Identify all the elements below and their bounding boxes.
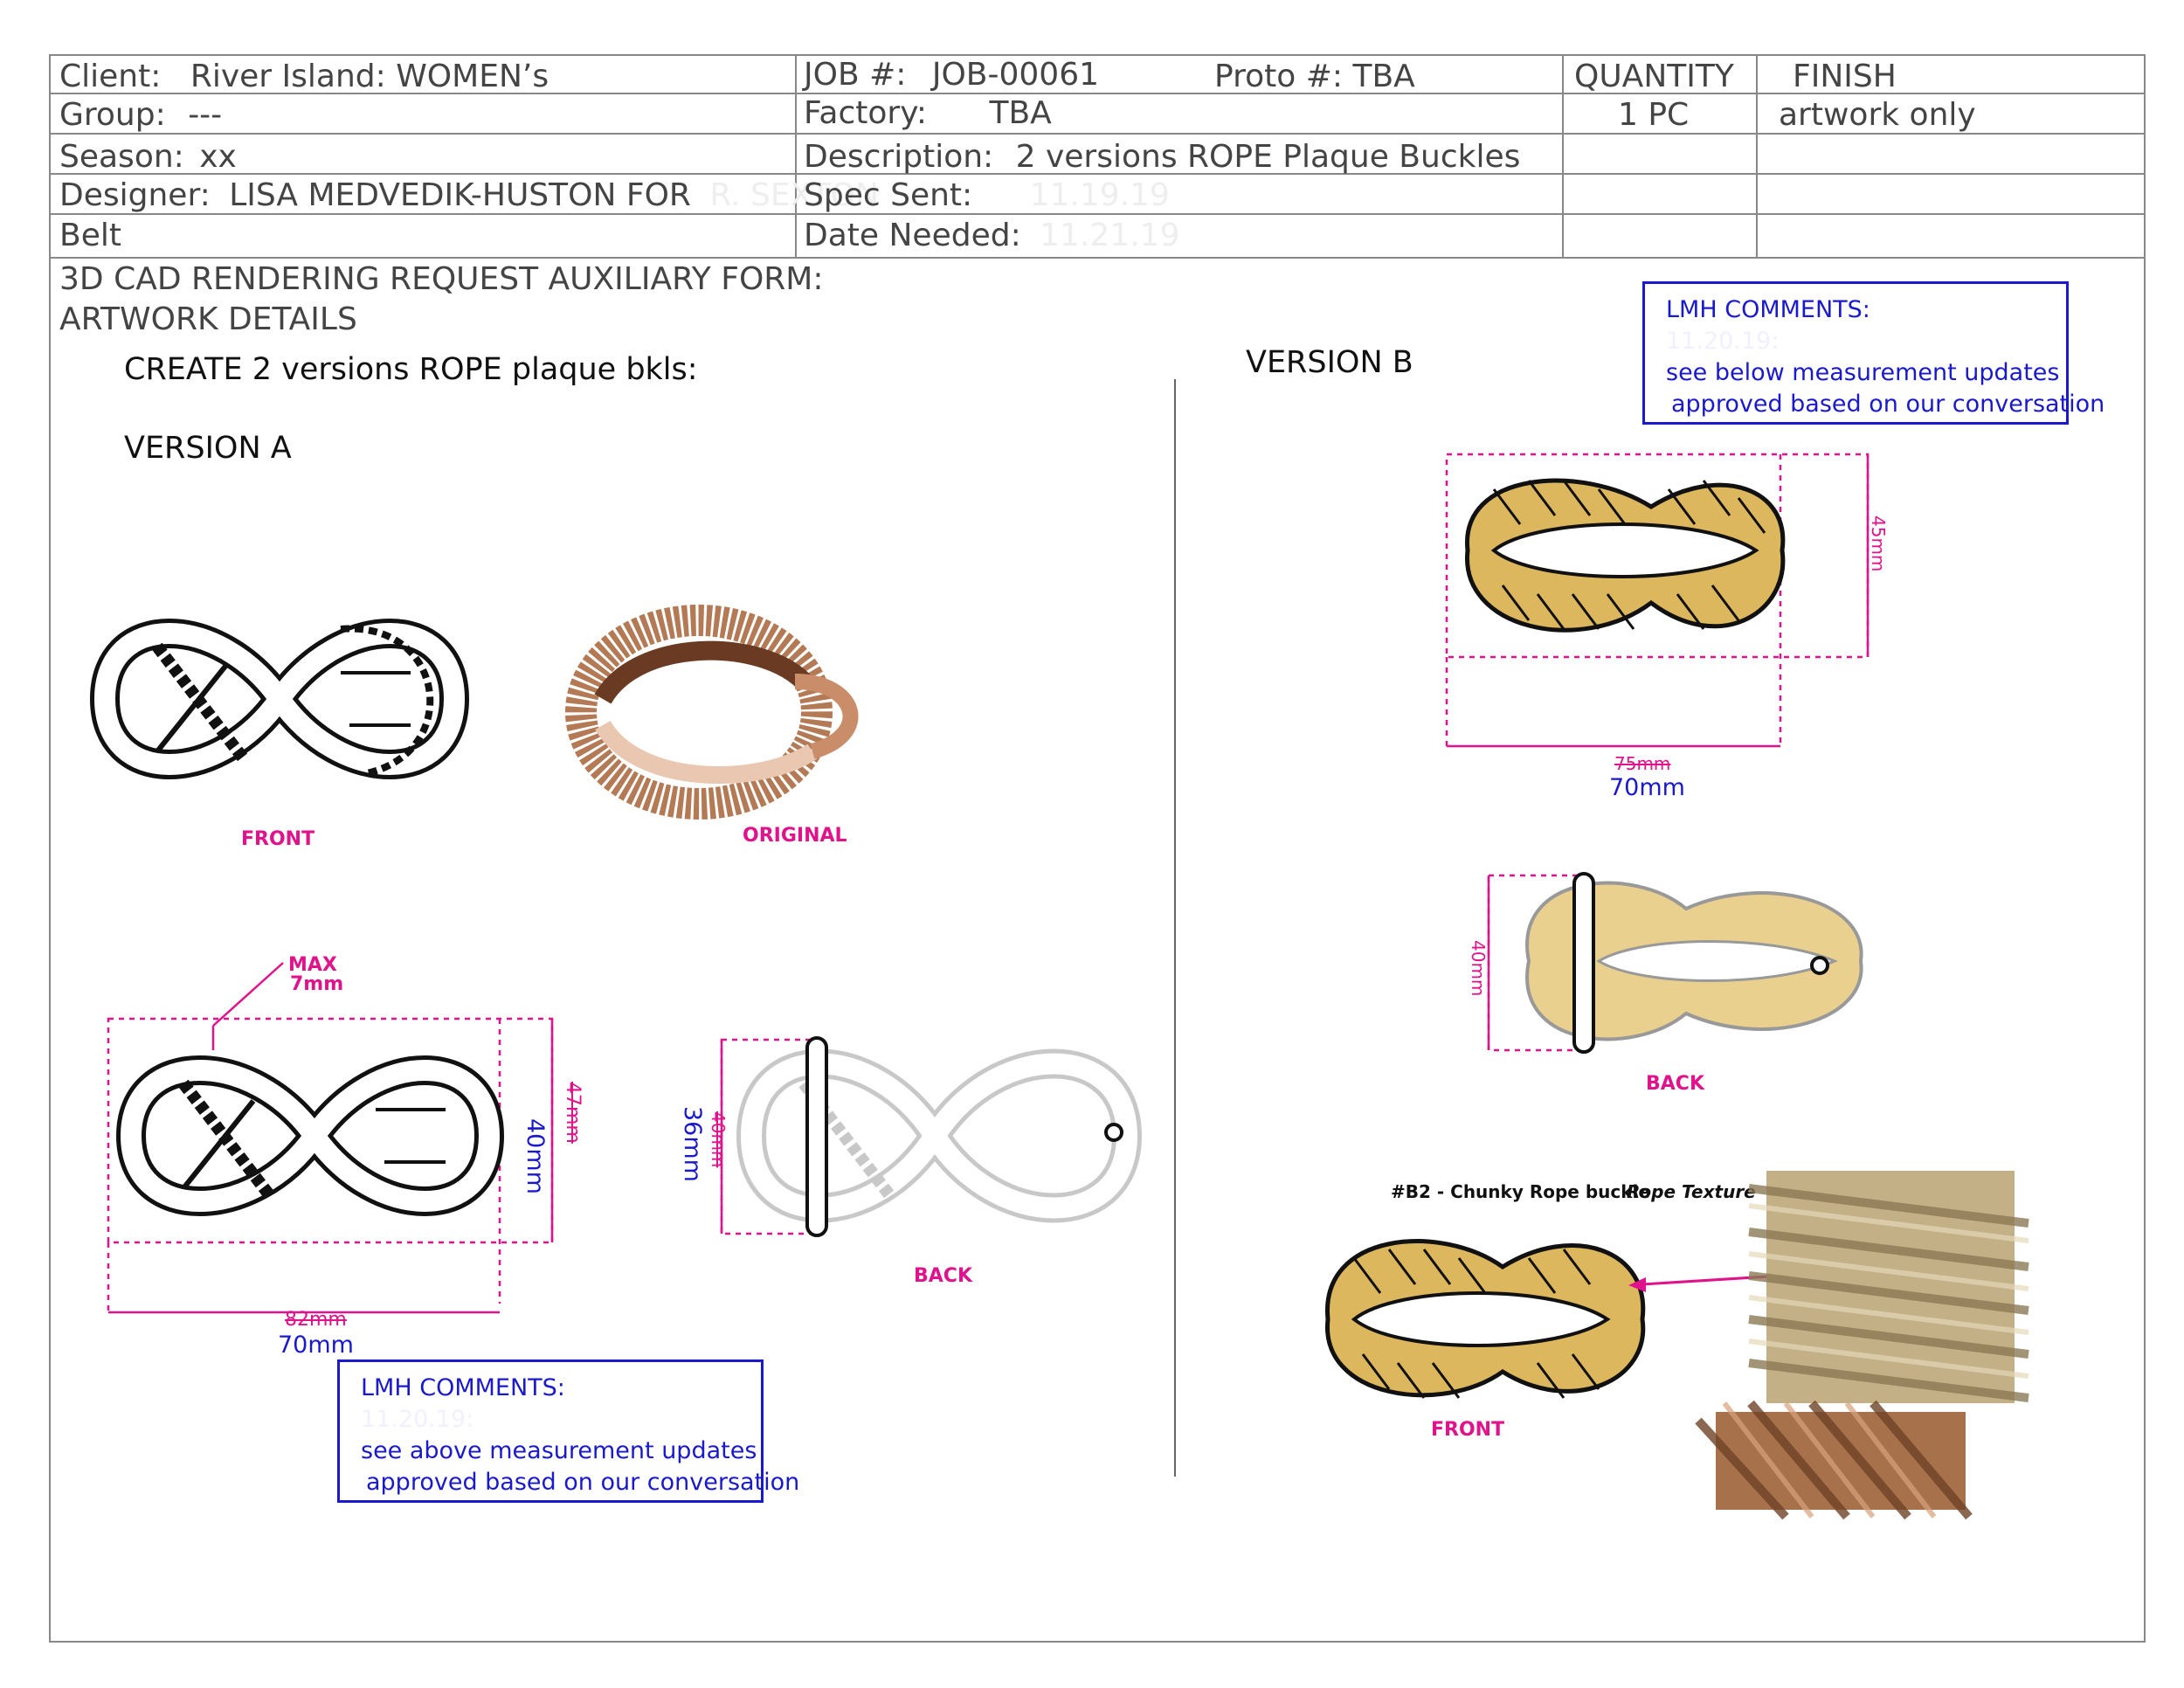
date-needed-value: 11.21.19 [1040, 218, 1180, 253]
front-label: FRONT [241, 828, 315, 850]
finish-label: FINISH [1793, 59, 1897, 94]
season-field: Season: xx [59, 142, 237, 173]
designer-label: Designer: [59, 177, 211, 213]
client-value: River Island: WOMEN’s [190, 59, 549, 94]
reference-title: #B2 - Chunky Rope buckle [1391, 1181, 1650, 1202]
description-value: 2 versions ROPE Plaque Buckles [1015, 139, 1521, 175]
lmh-comments-a: LMH COMMENTS: 11.20.19: see above measur… [337, 1359, 799, 1503]
job-value: JOB-00061 [931, 57, 1100, 93]
comment-date: 11.20.19: [1666, 328, 1780, 355]
spec-sent-field: Spec Sent: 11.19.19 [804, 180, 1170, 211]
client-field: Client: River Island: WOMEN’s [59, 61, 549, 93]
col-divider [1756, 54, 1758, 257]
rope-knot-reference-drawing [1325, 1239, 1646, 1399]
factory-value: TBA [989, 95, 1052, 131]
designer-value: LISA MEDVEDIK-HUSTON FOR [229, 177, 691, 213]
height-old: 47mm [562, 1082, 584, 1144]
job-field: JOB #: JOB-00061 [804, 59, 1099, 91]
job-label: JOB #: [804, 57, 907, 93]
spec-sheet-frame [49, 54, 2146, 1643]
comment-line1: see above measurement updates [361, 1437, 757, 1464]
season-label: Season: [59, 139, 184, 175]
designer-faint: R. SEXTON [709, 177, 879, 213]
b-width-new: 70mm [1609, 774, 1685, 801]
instruction-text: CREATE 2 versions ROPE plaque bkls: [124, 352, 698, 387]
rope-knot-back-drawing [1487, 872, 1863, 1054]
group-label: Group: [59, 97, 166, 133]
description-field: Description: 2 versions ROPE Plaque Buck… [804, 142, 1520, 173]
date-needed-label: Date Needed: [804, 218, 1021, 253]
front-sketch-image [89, 619, 470, 779]
spec-sent-label: Spec Sent: [804, 177, 973, 213]
proto-value: TBA [1352, 59, 1415, 94]
b-width-old: 75mm [1614, 753, 1671, 774]
spec-sent-value: 11.19.19 [1029, 177, 1170, 213]
season-value: xx [199, 139, 237, 175]
finish-value: artwork only [1779, 97, 1976, 133]
description-label: Description: [804, 139, 994, 175]
height-new: 40mm [522, 1118, 549, 1194]
date-needed-field: Date Needed: 11.21.19 [804, 220, 1179, 252]
width-old: 82mm [285, 1309, 347, 1331]
rope-texture-natural-image [1748, 1171, 2029, 1403]
b-height-label: 45mm [1868, 515, 1889, 572]
row-divider [49, 173, 2146, 175]
form-subtitle: ARTWORK DETAILS [59, 301, 357, 337]
col-divider [795, 54, 797, 257]
category-value: Belt [59, 218, 121, 253]
b-back-label: BACK [1646, 1073, 1704, 1095]
row-divider [49, 257, 2146, 259]
back-height-old: 40mm [708, 1111, 729, 1168]
col-divider [1562, 54, 1564, 257]
comment-line2: approved based on our conversation [366, 1469, 800, 1496]
quantity-value: 1 PC [1618, 97, 1690, 133]
factory-label: Factory: [804, 95, 928, 131]
proto-field: Proto #: TBA [1214, 61, 1415, 93]
group-field: Group: --- [59, 100, 222, 131]
comment-title: LMH COMMENTS: [361, 1374, 565, 1401]
row-divider [49, 213, 2146, 215]
row-divider [49, 133, 2146, 135]
original-label: ORIGINAL [743, 825, 847, 847]
max-value: 7mm [290, 973, 344, 995]
width-new: 70mm [278, 1332, 354, 1359]
lmh-comments-b: LMH COMMENTS: 11.20.19: see below measur… [1642, 281, 2105, 425]
reference-texture-label: Rope Texture [1627, 1181, 1756, 1202]
comment-line2: approved based on our conversation [1671, 391, 2105, 418]
designer-field: Designer: LISA MEDVEDIK-HUSTON FOR R. SE… [59, 180, 879, 211]
comment-date: 11.20.19: [361, 1406, 474, 1433]
max-label: MAX [288, 954, 337, 976]
quantity-label: QUANTITY [1574, 59, 1734, 94]
rope-texture-brown-image [1695, 1400, 1973, 1520]
b-front-label: FRONT [1431, 1419, 1505, 1441]
proto-label: Proto #: [1214, 59, 1343, 94]
original-buckle-image [565, 605, 859, 820]
row-divider [49, 93, 2146, 94]
factory-field: Factory: TBA [804, 98, 1052, 129]
comment-title: LMH COMMENTS: [1666, 296, 1870, 323]
version-b-heading: VERSION B [1246, 345, 1413, 380]
client-label: Client: [59, 59, 162, 94]
comment-line1: see below measurement updates [1666, 359, 2060, 386]
front-dimension-drawing [107, 962, 554, 1314]
section-divider [1174, 379, 1176, 1477]
form-title: 3D CAD RENDERING REQUEST AUXILIARY FORM: [59, 261, 824, 297]
back-height-new: 36mm [679, 1106, 706, 1182]
back-drawing [720, 1036, 1143, 1237]
group-value: --- [188, 97, 223, 133]
b-back-height-label: 40mm [1468, 940, 1489, 997]
rope-knot-front-drawing [1445, 453, 1870, 748]
version-a-heading: VERSION A [124, 431, 292, 466]
back-label: BACK [914, 1265, 972, 1287]
